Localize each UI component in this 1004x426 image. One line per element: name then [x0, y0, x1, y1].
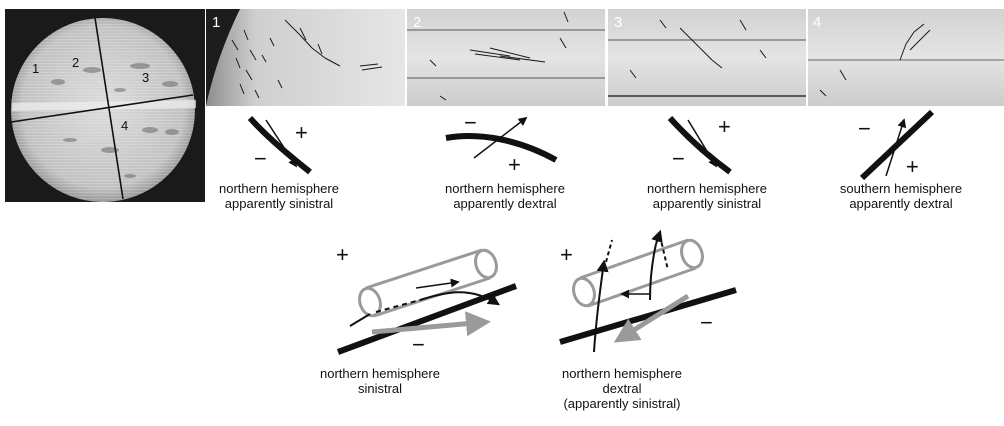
- polarity-inversion-line: [446, 136, 556, 160]
- field-line: [656, 232, 660, 244]
- flux-rope-model-dextral: + − northern hemisphere dextral (apparen…: [560, 232, 736, 411]
- magnetogram-panel-1: 1: [206, 9, 405, 106]
- magnetogram-panel-2: 2: [407, 9, 605, 106]
- caption: (apparently sinistral): [563, 396, 680, 411]
- caption: dextral: [602, 381, 641, 396]
- panel-number: 2: [413, 14, 421, 31]
- polarity-inversion-line: [338, 286, 516, 352]
- caption: northern hemisphere: [647, 181, 767, 196]
- caption: sinistral: [358, 381, 402, 396]
- polarity-sign: +: [560, 242, 573, 267]
- caption: northern hemisphere: [445, 181, 565, 196]
- field-line: [594, 262, 604, 352]
- field-line: [350, 314, 370, 326]
- polarity-sign: −: [858, 116, 871, 141]
- panel-number: 1: [212, 14, 220, 31]
- flux-rope-cylinder: [356, 248, 500, 319]
- schematic-4: − + southern hemisphere apparently dextr…: [840, 112, 962, 211]
- flux-rope-model-sinistral: + − northern hemisphere sinistral: [320, 242, 516, 396]
- caption: northern hemisphere: [562, 366, 682, 381]
- polarity-sign: +: [336, 242, 349, 267]
- axial-field-arrow: [618, 296, 688, 340]
- caption: apparently sinistral: [225, 196, 333, 211]
- disk-region-label: 2: [72, 55, 79, 70]
- field-line: [606, 240, 612, 262]
- polarity-sign: +: [295, 120, 308, 145]
- caption: northern hemisphere: [320, 366, 440, 381]
- field-line: [376, 300, 420, 312]
- polarity-sign: −: [672, 146, 685, 171]
- disk-region-label: 1: [32, 61, 39, 76]
- schematic-2: − + northern hemisphere apparently dextr…: [445, 110, 565, 211]
- polarity-sign: +: [508, 152, 521, 177]
- polarity-sign: −: [700, 310, 713, 335]
- polarity-sign: −: [464, 110, 477, 135]
- caption: apparently sinistral: [653, 196, 761, 211]
- schematic-3: + − northern hemisphere apparently sinis…: [647, 114, 767, 211]
- caption: apparently dextral: [849, 196, 952, 211]
- polarity-inversion-line: [862, 112, 932, 178]
- polarity-sign: −: [254, 146, 267, 171]
- field-arrow: [416, 282, 458, 288]
- caption: southern hemisphere: [840, 181, 962, 196]
- field-arrow: [886, 120, 904, 176]
- panel-number: 4: [813, 14, 821, 31]
- caption: northern hemisphere: [219, 181, 339, 196]
- field-line: [660, 236, 668, 270]
- disk-region-label: 4: [121, 118, 128, 133]
- magnetogram-panel-4: 4: [808, 9, 1004, 106]
- schematic-1: + − northern hemisphere apparently sinis…: [219, 118, 339, 211]
- polarity-sign: +: [718, 114, 731, 139]
- polarity-sign: −: [412, 332, 425, 357]
- disk-region-label: 3: [142, 70, 149, 85]
- axial-field-arrow: [372, 322, 486, 332]
- polarity-sign: +: [906, 154, 919, 179]
- caption: apparently dextral: [453, 196, 556, 211]
- magnetogram-panel-3: 3: [608, 9, 806, 106]
- solar-disk-image: 1 2 3 4: [5, 9, 205, 202]
- panel-number: 3: [614, 14, 622, 31]
- field-arrow: [266, 120, 296, 166]
